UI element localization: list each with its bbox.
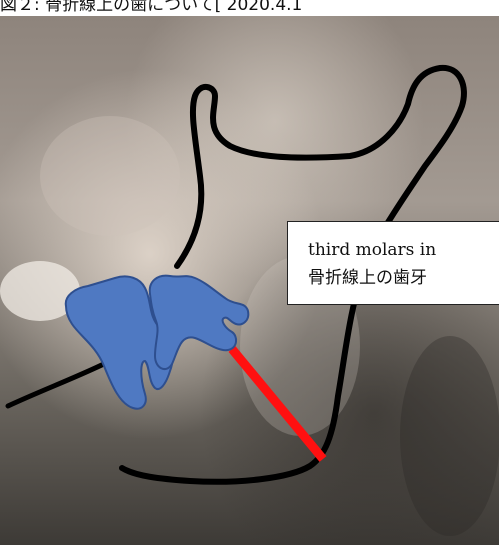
figure-caption: 図２: 骨折線上の歯について[ 2020.4.1 [0, 0, 499, 16]
annotation-label-box: third molars in 骨折線上の歯牙 [287, 221, 499, 305]
annotation-english: third molars in [308, 236, 499, 264]
annotation-japanese: 骨折線上の歯牙 [308, 264, 499, 292]
xray-figure: third molars in 骨折線上の歯牙 [0, 16, 499, 545]
